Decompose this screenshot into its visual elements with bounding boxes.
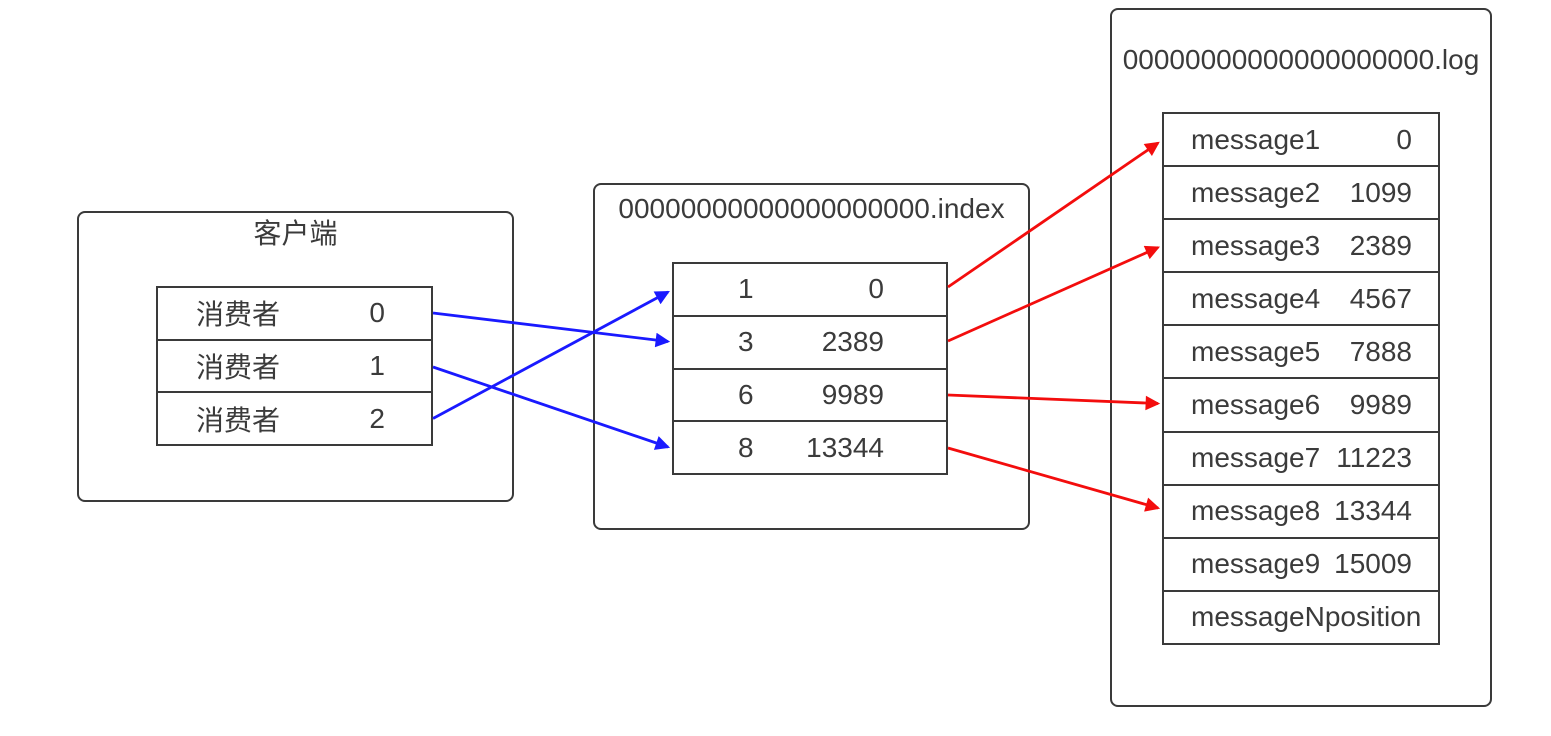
consumer-label: 消费者 — [196, 352, 281, 383]
message-position: 9989 — [1349, 389, 1412, 421]
message-label: message9 — [1191, 548, 1321, 580]
position-cell: 9989 — [821, 378, 884, 410]
log-row-0: message1 0 — [1164, 114, 1438, 168]
client-box-title: 客户端 — [253, 218, 338, 249]
log-row-8: message9 15009 — [1164, 539, 1438, 592]
message-label: message1 — [1191, 123, 1321, 155]
log-row-9: messageN position — [1164, 592, 1438, 643]
log-row-3: message4 4567 — [1164, 273, 1438, 327]
message-position: 15009 — [1334, 548, 1412, 580]
log-row-1: message2 1099 — [1164, 167, 1438, 221]
consumer-row-1: 消费者 1 — [158, 341, 431, 394]
offset-cell: 1 — [738, 273, 754, 305]
message-label: message4 — [1191, 282, 1321, 314]
consumer-id: 2 — [369, 402, 385, 434]
message-label: message3 — [1191, 229, 1321, 261]
consumer-id: 1 — [369, 350, 385, 381]
log-row-6: message7 11223 — [1164, 433, 1438, 486]
message-label: message7 — [1191, 442, 1321, 474]
log-file-title: 00000000000000000000.log — [1122, 44, 1480, 75]
index-row-0: 1 0 — [674, 264, 946, 317]
message-label: message5 — [1191, 335, 1321, 367]
consumer-label: 消费者 — [196, 299, 281, 331]
index-row-3: 8 13344 — [674, 422, 946, 473]
message-position: 7888 — [1349, 335, 1412, 367]
consumer-table: 消费者 0 消费者 1 消费者 2 — [156, 286, 433, 446]
log-row-2: message3 2389 — [1164, 220, 1438, 274]
consumer-label: 消费者 — [196, 404, 281, 436]
index-file-title: 00000000000000000000.index — [618, 193, 1005, 224]
index-table: 1 0 3 2389 6 9989 8 13344 — [672, 262, 948, 475]
position-cell: 2389 — [821, 326, 884, 358]
message-label: message6 — [1191, 389, 1321, 421]
message-position: 11223 — [1336, 442, 1412, 474]
log-row-7: message8 13344 — [1164, 486, 1438, 539]
offset-cell: 8 — [738, 431, 754, 463]
index-row-1: 3 2389 — [674, 317, 946, 370]
position-cell: 0 — [868, 273, 884, 305]
log-row-4: message5 7888 — [1164, 326, 1438, 380]
message-position: 4567 — [1349, 282, 1412, 314]
index-row-2: 6 9989 — [674, 370, 946, 423]
message-position: 0 — [1396, 123, 1412, 155]
message-position: 1099 — [1349, 176, 1412, 208]
message-position: 2389 — [1349, 229, 1412, 261]
message-label: message2 — [1191, 176, 1321, 208]
log-row-5: message6 9989 — [1164, 379, 1438, 433]
offset-cell: 6 — [738, 378, 754, 410]
message-position: 13344 — [1334, 495, 1412, 527]
log-table: message1 0 message2 1099 message3 2389 m… — [1162, 112, 1440, 645]
consumer-row-0: 消费者 0 — [158, 288, 431, 341]
message-label: message8 — [1191, 495, 1321, 527]
offset-cell: 3 — [738, 326, 754, 358]
position-cell: 13344 — [806, 431, 884, 463]
message-position: position — [1324, 601, 1422, 633]
consumer-row-2: 消费者 2 — [158, 393, 431, 444]
message-label: messageN — [1191, 601, 1325, 633]
consumer-id: 0 — [369, 297, 385, 329]
